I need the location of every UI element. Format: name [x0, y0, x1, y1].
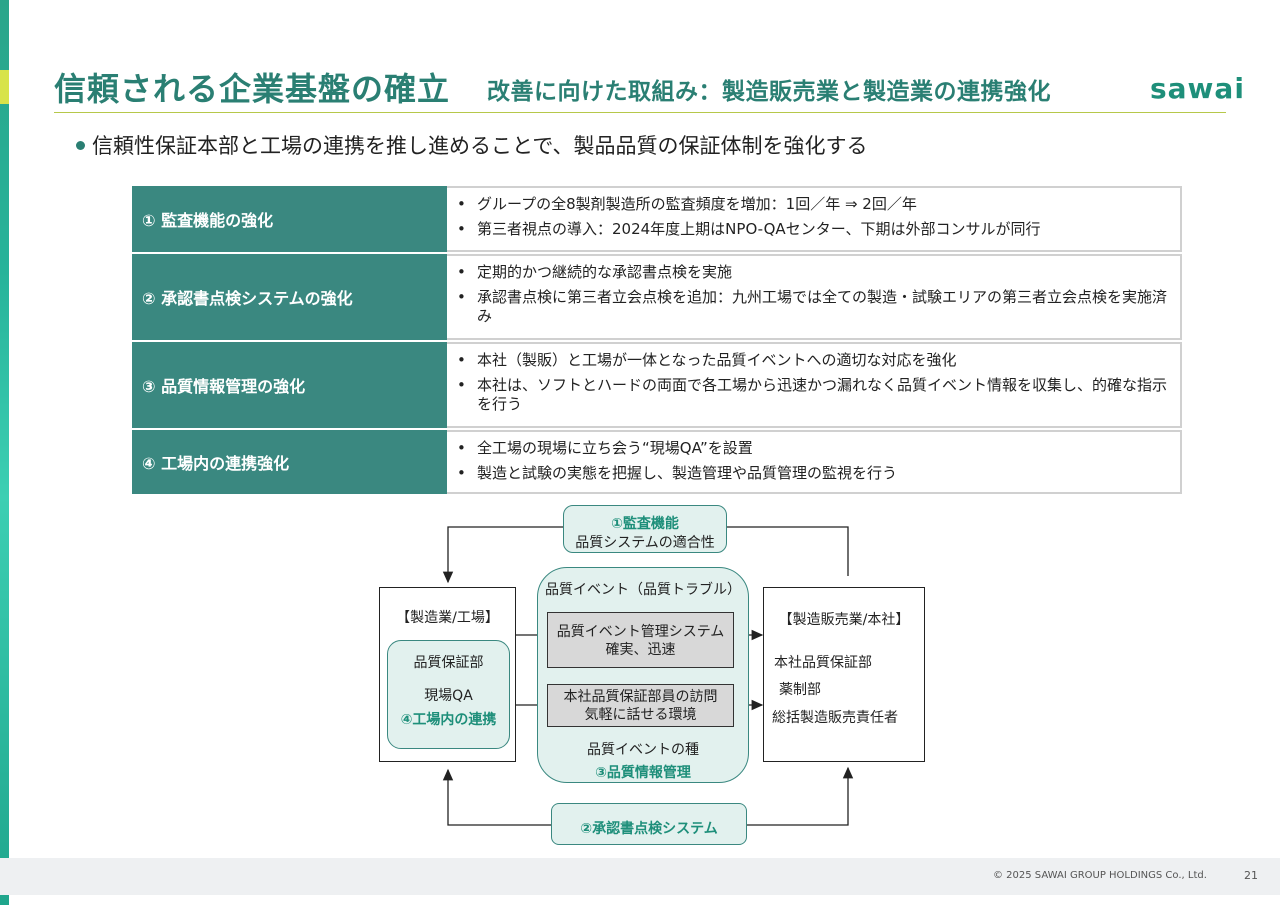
event-system-line2: 確実、迅速: [605, 642, 676, 658]
list-item-text: 本社（製販）と工場が一体となった品質イベントへの適切な対応を強化: [477, 351, 957, 369]
audit-arrow-left: [442, 526, 563, 584]
page-number: 21: [1244, 869, 1258, 882]
quality-event-box: [537, 567, 749, 783]
list-item-text: 承認書点検に第三者立会点検を追加：九州工場では全ての製造・試験エリアの第三者立会…: [477, 288, 1168, 325]
audit-function-box: [563, 505, 727, 553]
event-system-box: 品質イベント管理システム 確実、迅速: [547, 612, 734, 668]
bullet-icon: •: [457, 220, 466, 238]
qa-dept-label: 品質保証部: [413, 655, 484, 671]
hq-box-title: 【製造販売業/本社】: [778, 612, 910, 628]
page-title: 信頼される企業基盤の確立: [54, 70, 451, 108]
row-body: • グループの全8製剤製造所の監査頻度を増加：1回／年 ⇒ 2回／年 • 第三者視点…: [447, 186, 1182, 252]
copyright-text: © 2025 SAWAI GROUP HOLDINGS Co., Ltd.: [993, 870, 1207, 881]
genba-qa-label: 現場QA: [424, 688, 473, 704]
row-heading: ① 監査機能の強化: [132, 186, 447, 252]
list-item-text: 製造と試験の実態を把握し、製造管理や品質管理の監視を行う: [477, 464, 898, 482]
qa-dept-box: [387, 640, 510, 749]
approval-system-box: [551, 803, 747, 845]
approval-arrow-right: [747, 766, 854, 826]
row-body: • 定期的かつ継続的な承認書点検を実施 • 承認書点検に第三者立会点検を追加：九州工…: [447, 254, 1182, 340]
list-item: • 承認書点検に第三者立会点検を追加：九州工場では全ての製造・試験エリアの第三者立…: [457, 288, 1172, 326]
row-body: • 本社（製販）と工場が一体となった品質イベントへの適切な対応を強化 • 本社は、ソ…: [447, 342, 1182, 428]
accent-yellow-strip: [0, 70, 9, 104]
bullet-icon: •: [457, 351, 466, 369]
list-item: • グループの全8製剤製造所の監査頻度を増加：1回／年 ⇒ 2回／年: [457, 195, 1172, 214]
sawai-logo: sawai: [1150, 72, 1245, 105]
bullet-icon: •: [457, 195, 466, 213]
list-item: • 定期的かつ継続的な承認書点検を実施: [457, 263, 1172, 282]
list-item: • 全工場の現場に立ち会う“現場QA”を設置: [457, 439, 1172, 458]
audit-function-label: ①監査機能: [611, 516, 679, 532]
event-system-line1: 品質イベント管理システム: [556, 624, 725, 640]
table-row: ④ 工場内の連携強化 • 全工場の現場に立ち会う“現場QA”を設置 • 製造と試験の…: [132, 430, 1182, 496]
row-body: • 全工場の現場に立ち会う“現場QA”を設置 • 製造と試験の実態を把握し、製造管理…: [447, 430, 1182, 494]
bullet-icon: •: [457, 376, 466, 394]
list-item: • 本社は、ソフトとハードの両面で各工場から迅速かつ漏れなく品質イベント情報を収集…: [457, 376, 1172, 414]
lead-bullet-text: 信頼性保証本部と工場の連携を推し進めることで、製品品質の保証体制を強化する: [92, 134, 868, 158]
measures-table: ① 監査機能の強化 • グループの全8製剤製造所の監査頻度を増加：1回／年 ⇒ 2…: [132, 186, 1182, 496]
list-item: • 製造と試験の実態を把握し、製造管理や品質管理の監視を行う: [457, 464, 1172, 483]
bullet-dot-icon: [76, 141, 85, 150]
title-divider: [54, 112, 1226, 113]
factory-link-label: ④工場内の連携: [400, 712, 497, 728]
table-row: ① 監査機能の強化 • グループの全8製剤製造所の監査頻度を増加：1回／年 ⇒ 2…: [132, 186, 1182, 254]
bullet-icon: •: [457, 464, 466, 482]
audit-line-right: [727, 526, 849, 576]
row-heading: ③ 品質情報管理の強化: [132, 342, 447, 428]
approval-system-label: ②承認書点検システム: [580, 821, 718, 837]
quality-event-title: 品質イベント（品質トラブル）: [545, 582, 741, 598]
info-mgmt-label: ③品質情報管理: [595, 765, 691, 781]
page-subtitle: 改善に向けた取組み：製造販売業と製造業の連携強化: [487, 79, 1051, 105]
audit-function-sub: 品質システムの適合性: [575, 535, 715, 551]
hq-item-regulatory: 薬制部: [779, 682, 821, 698]
bullet-icon: •: [457, 288, 466, 306]
factory-box-title: 【製造業/工場】: [396, 610, 499, 626]
list-item-text: 第三者視点の導入：2024年度上期はNPO-QAセンター、下期は外部コンサルが同…: [477, 220, 1041, 238]
bullet-icon: •: [457, 439, 466, 457]
event-seed-label: 品質イベントの種: [587, 742, 699, 758]
table-row: ② 承認書点検システムの強化 • 定期的かつ継続的な承認書点検を実施 • 承認書点検…: [132, 254, 1182, 342]
list-item-text: 定期的かつ継続的な承認書点検を実施: [477, 263, 733, 281]
left-accent-bar: [0, 0, 9, 905]
footer-bar: [0, 858, 1280, 895]
hq-item-supervisor: 総括製造販売責任者: [772, 710, 898, 726]
list-item-text: 全工場の現場に立ち会う“現場QA”を設置: [477, 439, 753, 457]
hq-box: [763, 587, 925, 762]
row-heading: ② 承認書点検システムの強化: [132, 254, 447, 340]
hq-visit-line1: 本社品質保証部員の訪問: [563, 689, 718, 705]
table-row: ③ 品質情報管理の強化 • 本社（製販）と工場が一体となった品質イベントへの適切な…: [132, 342, 1182, 430]
row-heading: ④ 工場内の連携強化: [132, 430, 447, 494]
list-item-text: グループの全8製剤製造所の監査頻度を増加：1回／年 ⇒ 2回／年: [477, 195, 917, 213]
hq-visit-line2: 気軽に話せる環境: [584, 707, 697, 723]
list-item: • 第三者視点の導入：2024年度上期はNPO-QAセンター、下期は外部コンサルが…: [457, 220, 1172, 239]
list-item-text: 本社は、ソフトとハードの両面で各工場から迅速かつ漏れなく品質イベント情報を収集し…: [477, 376, 1168, 413]
approval-arrow-left: [442, 768, 551, 826]
hq-item-qa: 本社品質保証部: [774, 655, 872, 671]
list-item: • 本社（製販）と工場が一体となった品質イベントへの適切な対応を強化: [457, 351, 1172, 370]
hq-visit-box: 本社品質保証部員の訪問 気軽に話せる環境: [547, 684, 734, 727]
bullet-icon: •: [457, 263, 466, 281]
